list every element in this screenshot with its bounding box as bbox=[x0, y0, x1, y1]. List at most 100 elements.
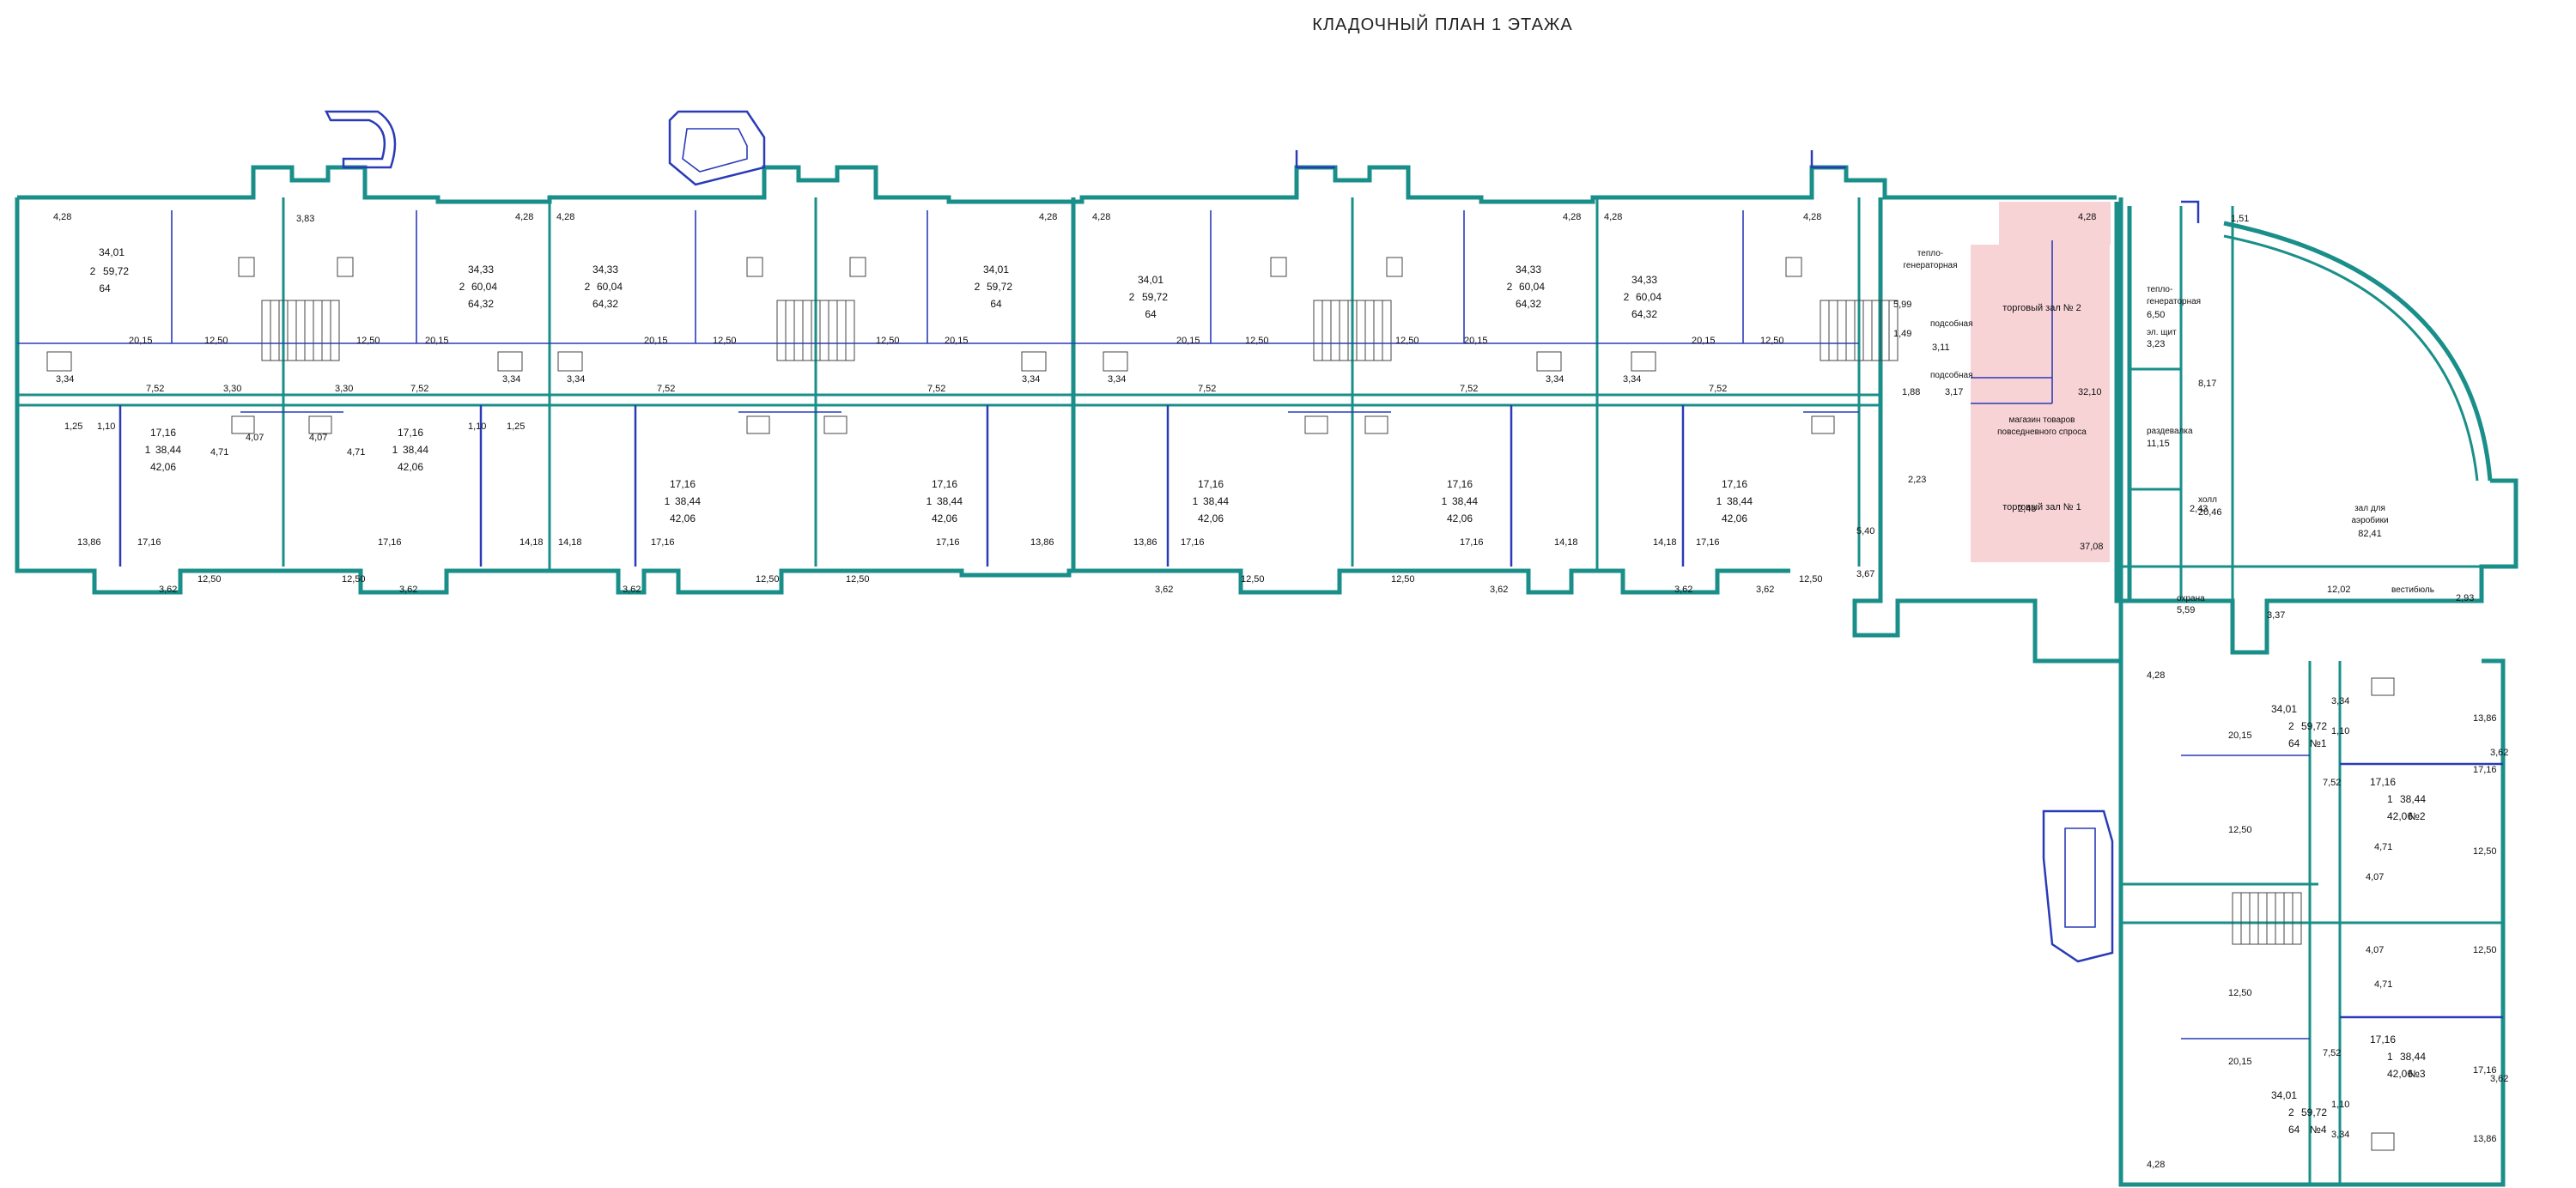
svg-text:59,72: 59,72 bbox=[987, 281, 1012, 293]
svg-text:64,32: 64,32 bbox=[1516, 298, 1541, 310]
svg-text:3,37: 3,37 bbox=[2267, 610, 2285, 621]
svg-text:магазин товаров: магазин товаров bbox=[2008, 415, 2075, 425]
svg-text:59,72: 59,72 bbox=[103, 265, 129, 277]
svg-text:64,32: 64,32 bbox=[592, 298, 618, 310]
svg-text:17,16: 17,16 bbox=[1696, 537, 1720, 548]
svg-text:3,34: 3,34 bbox=[1022, 374, 1040, 385]
svg-text:№3: №3 bbox=[2409, 1068, 2426, 1080]
svg-text:3,34: 3,34 bbox=[1546, 374, 1564, 385]
apartment-labels: 34,01 2 59,72 64 34,33 2 60,04 64,32 34,… bbox=[90, 246, 1753, 524]
svg-text:тепло-: тепло- bbox=[2147, 285, 2172, 294]
svg-text:12,50: 12,50 bbox=[2473, 945, 2497, 955]
svg-text:2: 2 bbox=[1624, 291, 1630, 303]
svg-text:торговый зал № 2: торговый зал № 2 bbox=[2002, 303, 2081, 313]
svg-text:повседневного спроса: повседневного спроса bbox=[1997, 427, 2087, 437]
svg-text:подсобная: подсобная bbox=[1930, 318, 1973, 329]
svg-text:3,11: 3,11 bbox=[1932, 342, 1950, 353]
svg-text:12,50: 12,50 bbox=[204, 336, 228, 346]
svg-text:4,71: 4,71 bbox=[2374, 979, 2392, 990]
svg-text:12,50: 12,50 bbox=[1391, 574, 1415, 585]
svg-text:3,34: 3,34 bbox=[2331, 696, 2349, 706]
svg-text:3,62: 3,62 bbox=[2490, 748, 2508, 758]
svg-text:38,44: 38,44 bbox=[403, 444, 428, 456]
svg-text:20,15: 20,15 bbox=[2228, 1057, 2252, 1067]
svg-text:1: 1 bbox=[145, 444, 151, 456]
svg-text:3,34: 3,34 bbox=[1623, 374, 1641, 385]
room-labels: 4,28 3,83 4,28 4,28 4,28 4,28 4,28 4,28 … bbox=[53, 212, 2508, 1170]
svg-text:12,50: 12,50 bbox=[197, 574, 222, 585]
svg-text:3,30: 3,30 bbox=[335, 384, 353, 394]
svg-text:12,50: 12,50 bbox=[2228, 825, 2252, 835]
svg-text:2: 2 bbox=[1129, 291, 1135, 303]
svg-text:17,16: 17,16 bbox=[1722, 478, 1747, 490]
svg-text:4,71: 4,71 bbox=[2374, 842, 2392, 852]
svg-text:12,50: 12,50 bbox=[1245, 336, 1269, 346]
svg-text:12,50: 12,50 bbox=[846, 574, 870, 585]
svg-text:42,06: 42,06 bbox=[1722, 512, 1747, 524]
svg-text:4,28: 4,28 bbox=[1803, 212, 1821, 222]
apartment-b2: 17,16 1 38,44 42,06 bbox=[392, 427, 429, 473]
apartment-a6: 34,33 2 60,04 64,32 bbox=[1507, 264, 1546, 310]
svg-text:торговый зал № 1: торговый зал № 1 bbox=[2002, 502, 2081, 512]
svg-text:34,33: 34,33 bbox=[592, 264, 618, 276]
apartment-b4: 17,16 1 38,44 42,06 bbox=[927, 478, 963, 524]
svg-text:17,16: 17,16 bbox=[150, 427, 176, 439]
svg-text:17,16: 17,16 bbox=[2473, 1065, 2497, 1076]
svg-text:1,10: 1,10 bbox=[2331, 726, 2349, 736]
svg-text:17,16: 17,16 bbox=[378, 537, 402, 548]
svg-text:17,16: 17,16 bbox=[2370, 776, 2396, 788]
svg-text:1,10: 1,10 bbox=[97, 421, 115, 432]
apartment-b5: 17,16 1 38,44 42,06 bbox=[1193, 478, 1230, 524]
svg-text:вестибюль: вестибюль bbox=[2391, 585, 2434, 595]
svg-text:13,86: 13,86 bbox=[1030, 537, 1054, 548]
svg-text:38,44: 38,44 bbox=[1727, 495, 1753, 507]
partitions bbox=[17, 210, 2503, 1040]
svg-text:34,33: 34,33 bbox=[1516, 264, 1541, 276]
svg-text:4,28: 4,28 bbox=[1039, 212, 1057, 222]
svg-text:13,86: 13,86 bbox=[1133, 537, 1157, 548]
svg-text:7,52: 7,52 bbox=[2323, 778, 2341, 788]
svg-text:12,50: 12,50 bbox=[2473, 846, 2497, 857]
svg-text:38,44: 38,44 bbox=[2400, 793, 2426, 805]
svg-text:1,49: 1,49 bbox=[1893, 329, 1911, 339]
svg-text:4,28: 4,28 bbox=[2078, 212, 2096, 222]
svg-text:4,71: 4,71 bbox=[347, 447, 365, 458]
svg-text:59,72: 59,72 bbox=[2301, 720, 2327, 732]
svg-text:2: 2 bbox=[90, 265, 96, 277]
apartment-b7: 17,16 1 38,44 42,06 bbox=[1716, 478, 1753, 524]
svg-text:2,43: 2,43 bbox=[2190, 504, 2208, 514]
exterior-walls bbox=[15, 165, 2518, 1187]
svg-text:38,44: 38,44 bbox=[2400, 1051, 2426, 1063]
apartment-a7: 34,33 2 60,04 64,32 bbox=[1624, 274, 1662, 320]
fixtures bbox=[46, 257, 2395, 1151]
svg-text:20,15: 20,15 bbox=[1692, 336, 1716, 346]
svg-text:14,18: 14,18 bbox=[519, 537, 544, 548]
svg-text:1,51: 1,51 bbox=[2231, 214, 2249, 224]
svg-text:60,04: 60,04 bbox=[471, 281, 497, 293]
svg-text:2: 2 bbox=[975, 281, 981, 293]
svg-text:12,50: 12,50 bbox=[1799, 574, 1823, 585]
svg-text:7,52: 7,52 bbox=[2323, 1048, 2341, 1058]
apartment-b1: 17,16 1 38,44 42,06 bbox=[145, 427, 182, 473]
svg-text:3,62: 3,62 bbox=[1756, 585, 1774, 595]
svg-text:3,62: 3,62 bbox=[623, 585, 641, 595]
svg-text:34,33: 34,33 bbox=[1631, 274, 1657, 286]
svg-text:1,25: 1,25 bbox=[64, 421, 82, 432]
svg-text:3,34: 3,34 bbox=[2331, 1130, 2349, 1140]
svg-text:подсобная: подсобная bbox=[1930, 370, 1973, 380]
svg-text:3,62: 3,62 bbox=[1490, 585, 1508, 595]
svg-text:12,50: 12,50 bbox=[1241, 574, 1265, 585]
svg-text:2,93: 2,93 bbox=[2456, 593, 2474, 603]
svg-text:17,16: 17,16 bbox=[932, 478, 957, 490]
svg-text:59,72: 59,72 bbox=[1142, 291, 1168, 303]
svg-text:34,01: 34,01 bbox=[1138, 274, 1163, 286]
svg-text:12,50: 12,50 bbox=[356, 336, 380, 346]
svg-text:2: 2 bbox=[2288, 720, 2294, 732]
svg-text:42,06: 42,06 bbox=[1198, 512, 1224, 524]
svg-text:12,50: 12,50 bbox=[876, 336, 900, 346]
svg-text:64: 64 bbox=[2288, 737, 2300, 749]
svg-text:2: 2 bbox=[585, 281, 591, 293]
svg-text:42,06: 42,06 bbox=[932, 512, 957, 524]
svg-text:42,06: 42,06 bbox=[398, 461, 423, 473]
svg-text:14,18: 14,18 bbox=[1554, 537, 1578, 548]
